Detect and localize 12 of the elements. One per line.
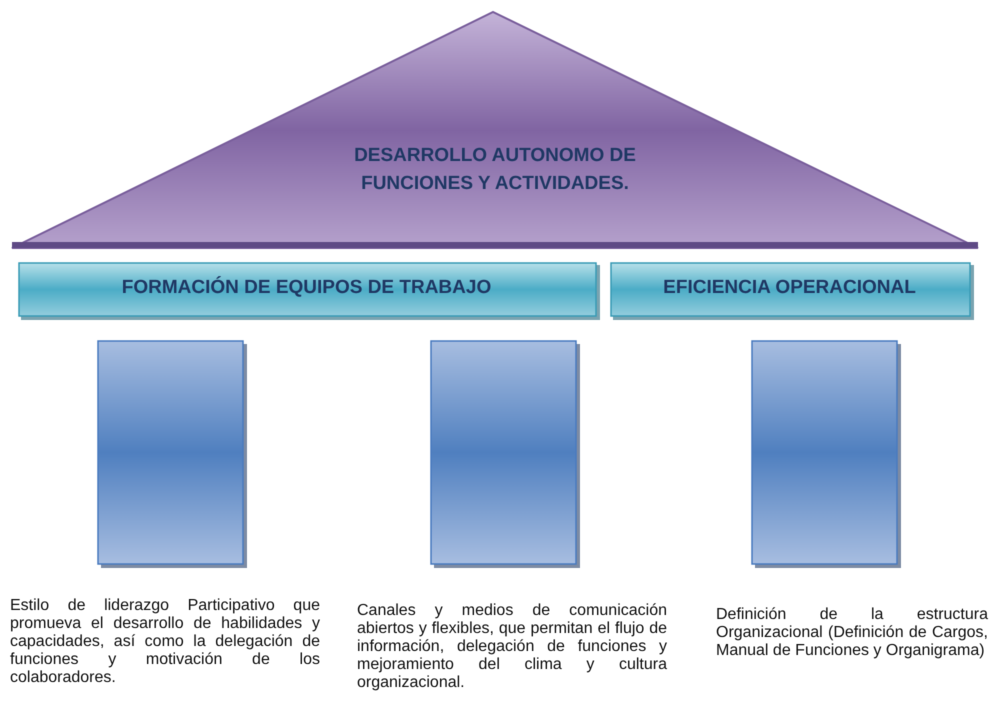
roof-triangle bbox=[10, 10, 980, 252]
beam-bar bbox=[18, 262, 600, 320]
pillar-box bbox=[751, 340, 901, 568]
pillar-box bbox=[430, 340, 580, 568]
roof-title: DESARROLLO AUTONOMO DE FUNCIONES Y ACTIVIDADES. bbox=[353, 144, 637, 196]
description-text: Estilo de liderazgo Participativo que promueva el desarrollo de habilidades y capacidades, así como la delegación de funciones y motivación de los colaboradores. bbox=[10, 597, 320, 687]
description-text: Definición de la estructura Organizacional (Definición de Cargos, Manual de Funciones y Organigrama) bbox=[716, 606, 988, 660]
beam-title: EFICIENCIA OPERACIONAL bbox=[662, 276, 917, 300]
description-text: Canales y medios de comunicación abiertos y flexibles, que permitan el flujo de información, delegación de funciones y mejoramiento del clima y cultura organizacional. bbox=[357, 602, 667, 692]
pillar-box bbox=[97, 340, 247, 568]
beam-bar bbox=[610, 262, 974, 320]
beam-title: FORMACIÓN DE EQUIPOS DE TRABAJO bbox=[120, 275, 492, 300]
